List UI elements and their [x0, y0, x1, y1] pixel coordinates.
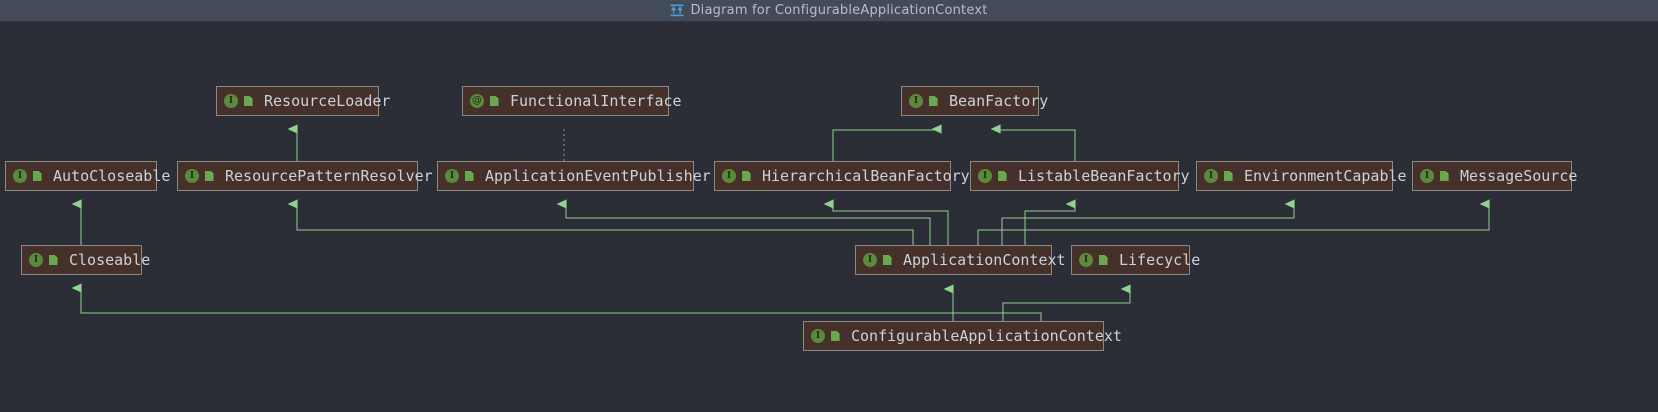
- class-node-messagesource[interactable]: I MessageSource: [1412, 161, 1577, 191]
- visibility-tag-icon: [205, 171, 214, 181]
- class-node-configurableapplicationcontext[interactable]: I ConfigurableApplicationContext: [803, 321, 1122, 351]
- class-node-resourceloader[interactable]: I ResourceLoader: [216, 86, 390, 116]
- class-node-label: Closeable: [69, 250, 151, 269]
- visibility-tag-icon: [1224, 171, 1233, 181]
- visibility-tag-icon: [929, 96, 938, 106]
- class-node-label: ResourceLoader: [264, 91, 391, 110]
- edge-applicationcontext-listablebeanfactory: [1024, 199, 1076, 245]
- badge-letter: @: [472, 95, 482, 106]
- class-node-environmentcapable[interactable]: I EnvironmentCapable: [1196, 161, 1407, 191]
- visibility-tag-icon: [831, 331, 840, 341]
- interface-badge-icon: I: [29, 253, 43, 267]
- interface-badge-icon: I: [978, 169, 992, 183]
- badge-letter: I: [982, 170, 988, 181]
- badge-letter: I: [726, 170, 732, 181]
- class-node-applicationeventpublisher[interactable]: I ApplicationEventPublisher: [437, 161, 711, 191]
- badge-letter: I: [1424, 170, 1430, 181]
- interface-badge-icon: I: [224, 94, 238, 108]
- edge-listablebeanfactory-beanfactory: [990, 124, 1076, 161]
- window-title-bar: Diagram for ConfigurableApplicationConte…: [0, 0, 1658, 22]
- class-node-applicationcontext[interactable]: I ApplicationContext: [855, 245, 1066, 275]
- class-node-functionalinterface[interactable]: @ FunctionalInterface: [462, 86, 682, 116]
- visibility-tag-icon: [1099, 255, 1108, 265]
- interface-badge-icon: I: [13, 169, 27, 183]
- interface-badge-icon: I: [863, 253, 877, 267]
- interface-badge-icon: I: [1204, 169, 1218, 183]
- badge-letter: I: [1083, 254, 1089, 265]
- class-node-label: FunctionalInterface: [510, 91, 682, 110]
- edge-applicationcontext-environmentcapable: [1001, 199, 1295, 245]
- badge-letter: I: [867, 254, 873, 265]
- edge-configurableapplicationcontext-closeable: [71, 283, 1042, 321]
- class-node-label: Lifecycle: [1119, 250, 1201, 269]
- edge-applicationcontext-resourcepatternresolver: [287, 199, 914, 245]
- class-node-label: HierarchicalBeanFactory: [762, 166, 970, 185]
- class-node-label: BeanFactory: [949, 91, 1049, 110]
- class-node-label: MessageSource: [1460, 166, 1578, 185]
- class-node-autocloseable[interactable]: I AutoCloseable: [5, 161, 170, 191]
- badge-letter: I: [449, 170, 455, 181]
- interface-badge-icon: I: [811, 329, 825, 343]
- visibility-tag-icon: [244, 96, 253, 106]
- visibility-tag-icon: [883, 255, 892, 265]
- badge-letter: I: [913, 95, 919, 106]
- badge-letter: I: [189, 170, 195, 181]
- visibility-tag-icon: [33, 171, 42, 181]
- edge-configurableapplicationcontext-lifecycle: [1002, 284, 1131, 321]
- visibility-tag-icon: [490, 96, 499, 106]
- visibility-tag-icon: [1440, 171, 1449, 181]
- class-node-listablebeanfactory[interactable]: I ListableBeanFactory: [970, 161, 1190, 191]
- edge-applicationcontext-applicationeventpublisher: [556, 199, 931, 245]
- interface-badge-icon: I: [445, 169, 459, 183]
- badge-letter: I: [1208, 170, 1214, 181]
- edge-applicationcontext-hierarchicalbeanfactory: [823, 199, 949, 245]
- badge-letter: I: [815, 330, 821, 341]
- interface-badge-icon: I: [1420, 169, 1434, 183]
- class-node-label: EnvironmentCapable: [1244, 166, 1407, 185]
- class-node-label: ListableBeanFactory: [1018, 166, 1190, 185]
- diagram-hierarchy-icon: [670, 4, 684, 17]
- interface-badge-icon: I: [185, 169, 199, 183]
- visibility-tag-icon: [742, 171, 751, 181]
- visibility-tag-icon: [465, 171, 474, 181]
- badge-letter: I: [33, 254, 39, 265]
- edge-applicationcontext-messagesource: [977, 199, 1490, 245]
- window-title: Diagram for ConfigurableApplicationConte…: [690, 3, 988, 18]
- class-node-lifecycle[interactable]: I Lifecycle: [1071, 245, 1200, 275]
- class-node-label: AutoCloseable: [53, 166, 171, 185]
- annotation-badge-icon: @: [470, 94, 484, 108]
- interface-badge-icon: I: [909, 94, 923, 108]
- visibility-tag-icon: [998, 171, 1007, 181]
- class-node-resourcepatternresolver[interactable]: I ResourcePatternResolver: [177, 161, 433, 191]
- class-node-label: ResourcePatternResolver: [225, 166, 433, 185]
- badge-letter: I: [17, 170, 23, 181]
- interface-badge-icon: I: [1079, 253, 1093, 267]
- diagram-edges-layer: [71, 124, 1490, 321]
- visibility-tag-icon: [49, 255, 58, 265]
- edge-hierarchicalbeanfactory-beanfactory: [832, 124, 942, 161]
- class-node-beanfactory[interactable]: I BeanFactory: [901, 86, 1048, 116]
- class-node-closeable[interactable]: I Closeable: [21, 245, 150, 275]
- badge-letter: I: [228, 95, 234, 106]
- class-node-label: ApplicationEventPublisher: [485, 166, 711, 185]
- class-node-label: ConfigurableApplicationContext: [851, 326, 1122, 345]
- class-node-hierarchicalbeanfactory[interactable]: I HierarchicalBeanFactory: [714, 161, 970, 191]
- class-node-label: ApplicationContext: [903, 250, 1066, 269]
- interface-badge-icon: I: [722, 169, 736, 183]
